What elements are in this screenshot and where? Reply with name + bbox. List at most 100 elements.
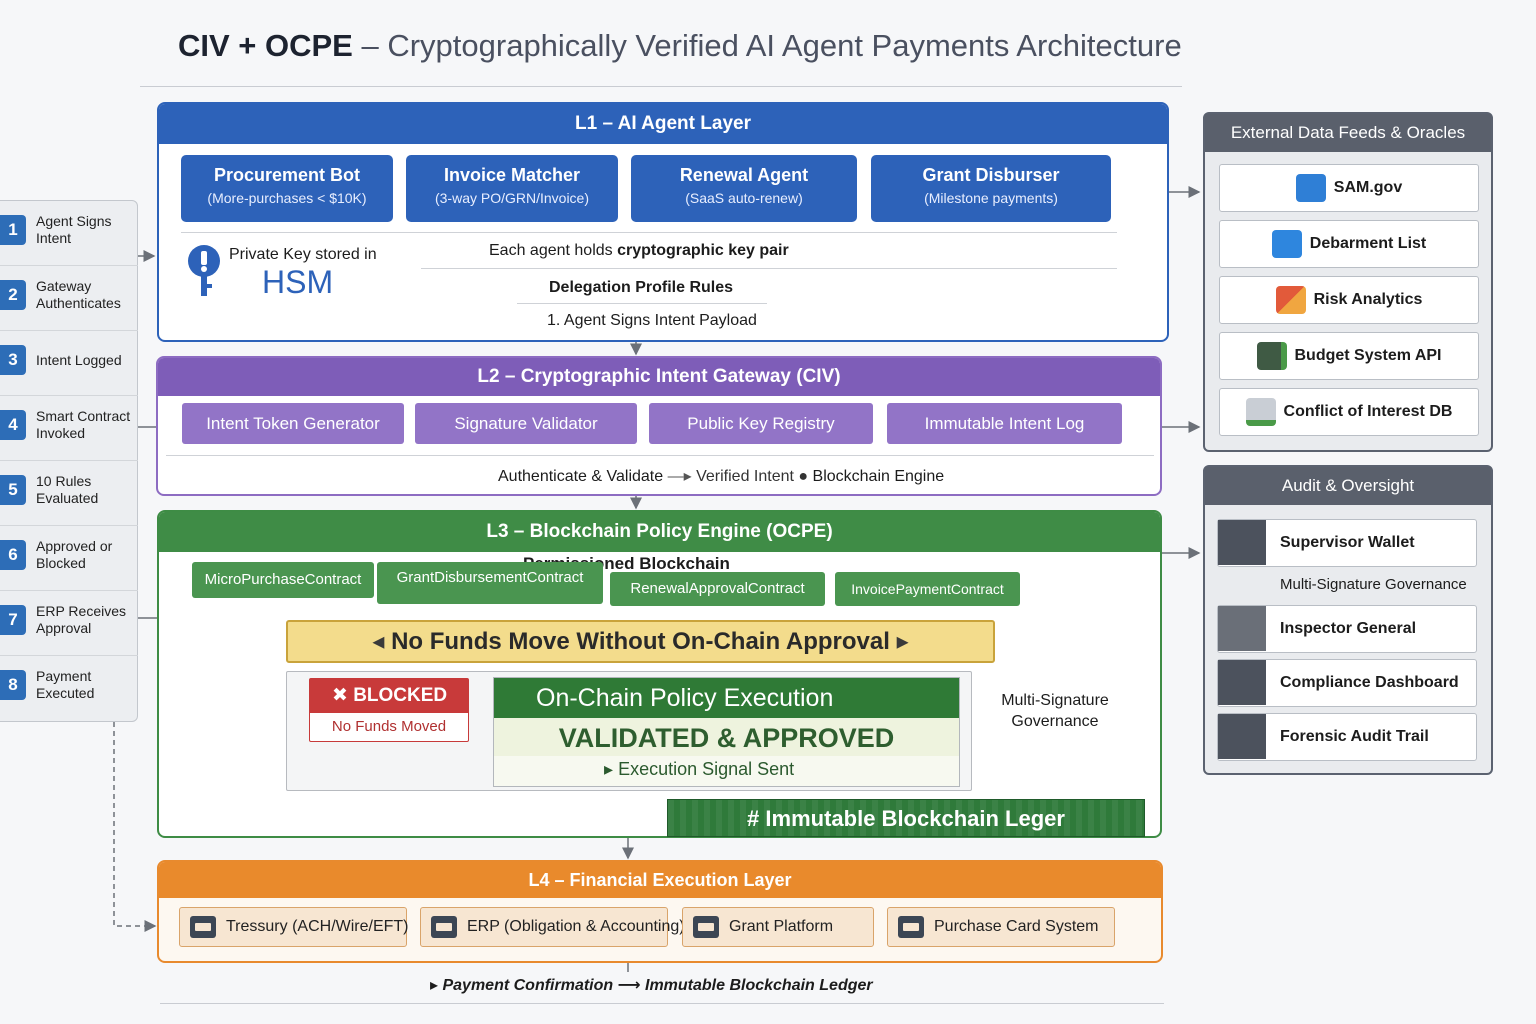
wallet-icon <box>1256 341 1287 370</box>
hsm-label: HSM <box>262 264 334 300</box>
on-chain-execution: On-Chain Policy Execution VALIDATED & AP… <box>493 677 960 787</box>
gateway-flow: Authenticate & Validate —▸ Verified Inte… <box>498 468 945 485</box>
step-label: Smart Contract Invoked <box>36 408 131 441</box>
step-number: 3 <box>0 345 26 375</box>
forensic-audit-trail[interactable]: Forensic Audit Trail <box>1217 713 1477 761</box>
step-number: 1 <box>0 215 26 245</box>
renewal-approval-contract[interactable]: RenewalApprovalContract <box>610 572 825 606</box>
system-label: ERP (Obligation & Accounting) <box>467 918 685 935</box>
agent-renewal-agent[interactable]: Renewal Agent (SaaS auto-renew) <box>631 155 857 222</box>
grant-platform[interactable]: Grant Platform <box>682 907 874 947</box>
audit-panel: Audit & Oversight Supervisor Wallet Mult… <box>1203 465 1493 775</box>
dashboard-icon <box>1218 660 1266 705</box>
delegation-rules: Delegation Profile Rules <box>549 279 734 296</box>
layer-l1-agent: L1 – AI Agent Layer Procurement Bot (Mor… <box>157 102 1169 342</box>
agent-subtitle: (More-purchases < $10K) <box>207 190 367 206</box>
grant-icon <box>693 916 719 938</box>
public-key-registry[interactable]: Public Key Registry <box>649 403 873 444</box>
step-4: 4 Smart Contract Invoked <box>0 396 138 461</box>
document-icon <box>1295 173 1326 202</box>
hsm-caption: Private Key stored in <box>229 246 377 263</box>
intent-payload-step: 1. Agent Signs Intent Payload <box>547 312 757 329</box>
agent-subtitle: (SaaS auto-renew) <box>685 190 803 206</box>
execution-signal: ▸ Execution Signal Sent <box>604 759 795 779</box>
feed-risk-analytics[interactable]: Risk Analytics <box>1219 276 1479 324</box>
person-icon <box>1218 606 1266 651</box>
wallet-icon <box>1218 520 1266 565</box>
step-label: Gateway Authenticates <box>36 278 121 311</box>
micro-purchase-contract[interactable]: MicroPurchaseContract <box>192 562 374 598</box>
audit-trail-icon <box>1218 714 1266 759</box>
briefcase-icon <box>190 916 216 938</box>
close-icon: ✖ <box>332 685 348 706</box>
agent-name: Grant Disburser <box>922 165 1060 185</box>
hash-icon: # <box>747 806 760 831</box>
step-label: Payment Executed <box>36 668 95 701</box>
step-label: 10 Rules Evaluated <box>36 473 99 506</box>
step-number: 5 <box>0 475 26 505</box>
audit-multisig-label: Multi-Signature Governance <box>1280 576 1467 593</box>
footer-flow: ▸ Payment Confirmation ⟶ Immutable Block… <box>430 977 873 994</box>
system-label: Purchase Card System <box>934 918 1099 935</box>
system-label: Tressury (ACH/Wire/EFT) <box>226 918 409 935</box>
validated-approved: VALIDATED & APPROVED <box>494 718 959 756</box>
agent-procurement-bot[interactable]: Procurement Bot (More-purchases < $10K) <box>181 155 393 222</box>
step-label: Intent Logged <box>36 352 122 368</box>
purchase-card-system[interactable]: Purchase Card System <box>887 907 1115 947</box>
compliance-dashboard[interactable]: Compliance Dashboard <box>1217 659 1477 707</box>
step-5: 5 10 Rules Evaluated <box>0 461 138 526</box>
intent-token-generator[interactable]: Intent Token Generator <box>182 403 404 444</box>
system-label: Grant Platform <box>729 918 834 935</box>
supervisor-wallet[interactable]: Supervisor Wallet <box>1217 519 1477 567</box>
agent-grant-disburser[interactable]: Grant Disburser (Milestone payments) <box>871 155 1111 222</box>
step-number: 4 <box>0 410 26 440</box>
immutable-intent-log[interactable]: Immutable Intent Log <box>887 403 1122 444</box>
card-icon <box>898 916 924 938</box>
layer-l3-policy-engine: L3 – Blockchain Policy Engine (OCPE) Per… <box>157 510 1162 838</box>
step-label: ERP Receives Approval <box>36 603 127 636</box>
agent-subtitle: (Milestone payments) <box>924 190 1058 206</box>
layer-l4-financial: L4 – Financial Execution Layer Tressury … <box>157 860 1163 963</box>
signature-validator[interactable]: Signature Validator <box>415 403 637 444</box>
step-2: 2 Gateway Authenticates <box>0 266 138 331</box>
step-1: 1 Agent Signs Intent <box>0 201 138 266</box>
title-divider <box>140 86 1182 87</box>
key-icon <box>188 245 220 296</box>
layer-title: L4 – Financial Execution Layer <box>159 862 1161 898</box>
invoice-payment-contract[interactable]: InvoicePaymentContract <box>835 572 1020 606</box>
blocks-icon <box>1275 285 1306 314</box>
key-pair-note: Each agent holds cryptographic key pair <box>489 242 789 259</box>
blocked-header: ✖ BLOCKED <box>310 679 468 713</box>
no-funds-banner: ◂ No Funds Move Without On-Chain Approva… <box>286 620 995 663</box>
step-3: 3 Intent Logged <box>0 331 138 396</box>
agent-name: Invoice Matcher <box>443 165 581 185</box>
exec-title: On-Chain Policy Execution <box>494 678 959 718</box>
immutable-ledger: # Immutable Blockchain Leger <box>667 799 1145 837</box>
feed-sam-gov[interactable]: SAM.gov <box>1219 164 1479 212</box>
blocked-box: ✖ BLOCKED No Funds Moved <box>309 678 469 742</box>
feed-conflict-of-interest-db[interactable]: Conflict of Interest DB <box>1219 388 1479 436</box>
agent-subtitle: (3-way PO/GRN/Invoice) <box>434 190 590 206</box>
treasury-system[interactable]: Tressury (ACH/Wire/EFT) <box>179 907 409 947</box>
footer-divider <box>160 1003 1164 1004</box>
blocked-sub: No Funds Moved <box>331 718 447 735</box>
feed-budget-system-api[interactable]: Budget System API <box>1219 332 1479 380</box>
erp-system[interactable]: ERP (Obligation & Accounting) <box>420 907 685 947</box>
agent-name: Procurement Bot <box>213 165 361 185</box>
layer-title: L2 – Cryptographic Intent Gateway (CIV) <box>158 358 1160 396</box>
step-label: Approved or Blocked <box>36 538 113 571</box>
step-label: Agent Signs Intent <box>36 213 112 246</box>
layer-l2-gateway: L2 – Cryptographic Intent Gateway (CIV) … <box>156 356 1162 496</box>
inspector-general[interactable]: Inspector General <box>1217 605 1477 653</box>
layer-title: L1 – AI Agent Layer <box>159 104 1167 144</box>
trend-icon <box>1271 229 1302 258</box>
panel-title: Audit & Oversight <box>1205 467 1491 505</box>
feed-debarment-list[interactable]: Debarment List <box>1219 220 1479 268</box>
step-number: 2 <box>0 280 26 310</box>
agent-invoice-matcher[interactable]: Invoice Matcher (3-way PO/GRN/Invoice) <box>406 155 618 222</box>
grant-disbursement-contract[interactable]: GrantDisbursementContract <box>377 562 603 604</box>
page-title: CIV + OCPE – Cryptographically Verified … <box>178 28 1182 63</box>
